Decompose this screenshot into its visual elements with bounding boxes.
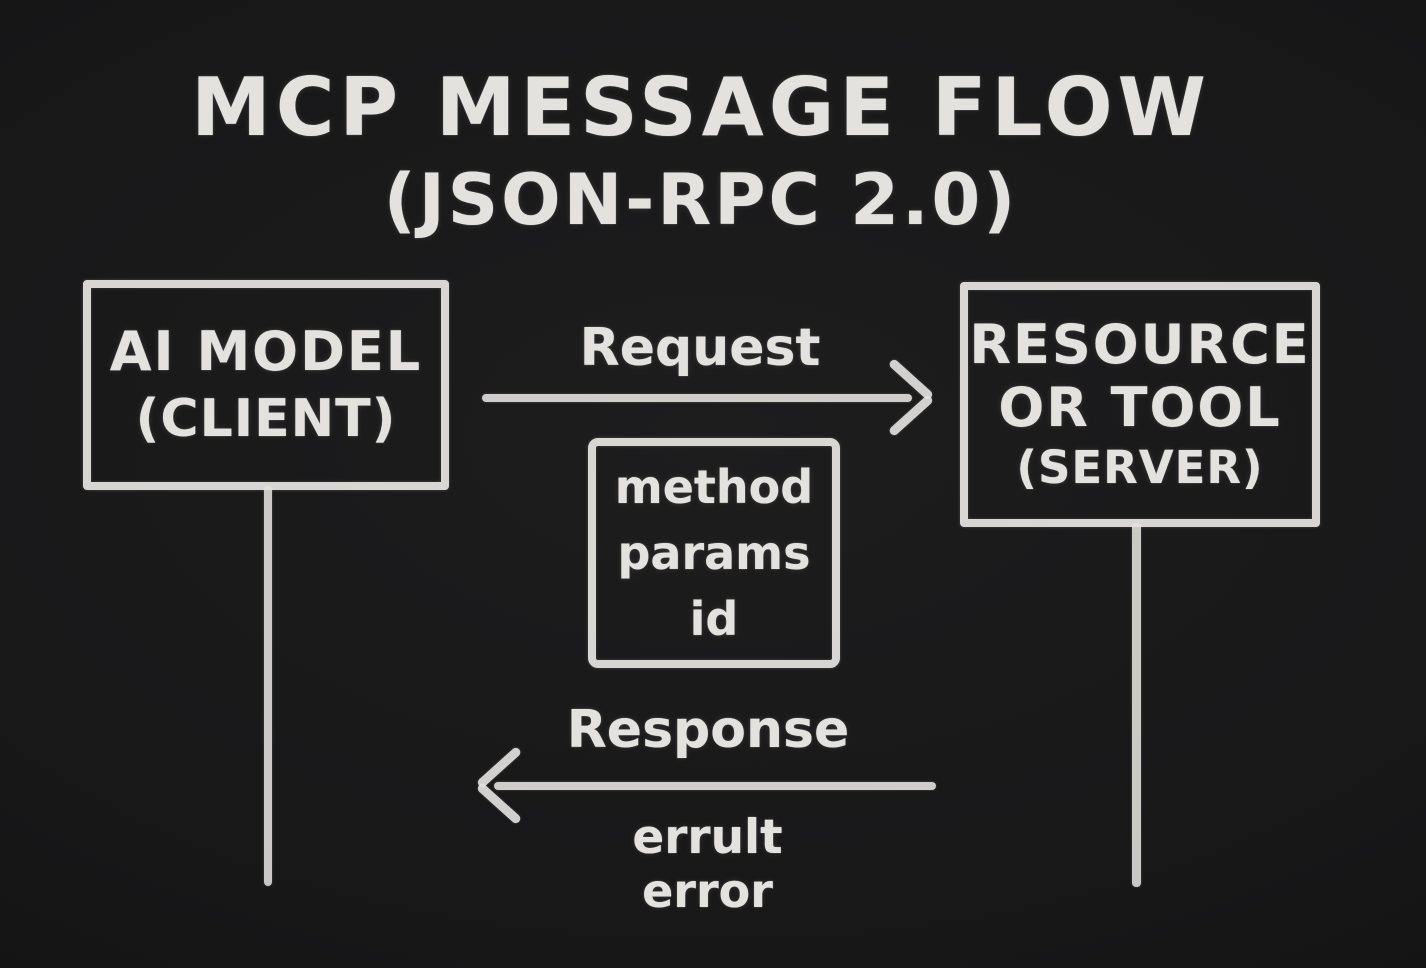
- server-node-name-line2: OR TOOL: [998, 375, 1282, 439]
- diagram-subtitle: (JSON-RPC 2.0): [383, 159, 1019, 241]
- client-connector-line: [264, 486, 272, 886]
- diagram-title: MCP MESSAGE FLOW: [191, 61, 1211, 154]
- server-node-name-line1: RESOURCE: [969, 312, 1311, 376]
- response-field-error: error: [642, 864, 773, 918]
- message-fields-box: method params id: [588, 438, 840, 668]
- server-node-role: (SERVER): [1016, 440, 1264, 494]
- client-node-name: AI MODEL: [109, 320, 423, 383]
- response-field-result: errult: [632, 810, 783, 865]
- message-field-method: method: [614, 460, 814, 514]
- response-arrow-line: [494, 782, 936, 790]
- request-arrow-line: [482, 394, 912, 402]
- message-field-id: id: [689, 592, 739, 646]
- message-field-params: params: [617, 526, 811, 580]
- client-node: AI MODEL (CLIENT): [83, 280, 449, 490]
- request-label: Request: [579, 318, 821, 378]
- server-connector-line: [1132, 523, 1141, 887]
- client-node-role: (CLIENT): [135, 389, 397, 449]
- response-label: Response: [566, 700, 850, 760]
- server-node: RESOURCE OR TOOL (SERVER): [960, 282, 1320, 527]
- diagram-title-block: MCP MESSAGE FLOW (JSON-RPC 2.0): [0, 58, 1414, 242]
